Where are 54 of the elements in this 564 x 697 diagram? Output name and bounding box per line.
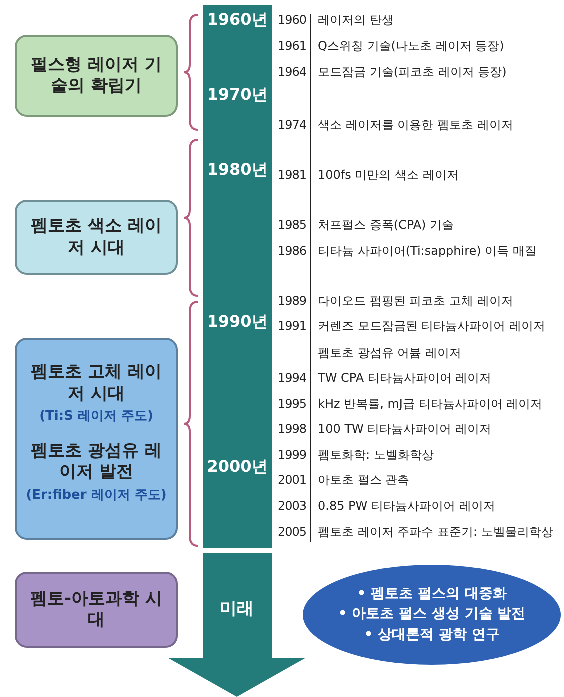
year-label: 1974 xyxy=(278,119,307,131)
event-label: 펨토초 레이저 주파수 표준기: 노벨물리학상 xyxy=(318,526,554,538)
decade-label: 1980년 xyxy=(206,162,269,178)
event-label: 펨토화학: 노벨화학상 xyxy=(318,449,434,461)
event-label: 커렌즈 모드잠금된 티타늄사파이어 레이저 xyxy=(318,320,546,332)
outlook-item: • 펨토초 펄스의 대중화 xyxy=(357,586,507,604)
event-label: 아토초 펄스 관측 xyxy=(318,474,410,486)
year-label: 2005 xyxy=(278,526,307,538)
event-label: TW CPA 티타늄사파이어 레이저 xyxy=(318,372,492,384)
decade-label: 1990년 xyxy=(206,314,269,330)
event-label: 레이저의 탄생 xyxy=(318,14,394,26)
year-label: 2003 xyxy=(278,500,307,512)
event-label: 펨토초 광섬유 어븀 레이저 xyxy=(318,347,462,359)
era-box xyxy=(15,35,178,117)
era-title: 펨토초 광섬유 레이저 발전 xyxy=(30,441,163,484)
era-subtitle: (Ti:S 레이저 주도) xyxy=(40,408,154,425)
timeline-band xyxy=(203,5,272,548)
event-label: kHz 반복률, mJ급 티타늄사파이어 레이저 xyxy=(318,398,543,410)
year-label: 1994 xyxy=(278,372,307,384)
year-label: 1995 xyxy=(278,398,307,410)
year-label: 1964 xyxy=(278,66,307,78)
era-box xyxy=(15,572,178,648)
year-label: 2001 xyxy=(278,474,307,486)
outlook-item: • 아토초 펄스 생성 기술 발전 xyxy=(338,606,526,624)
year-label: 1986 xyxy=(278,245,307,257)
event-label: 다이오드 펌핑된 피코초 고체 레이저 xyxy=(318,295,514,307)
event-label: 티타늄 사파이어(Ti:sapphire) 이득 매질 xyxy=(318,245,537,257)
era-title: 펨토-아토과학 시대 xyxy=(30,588,164,632)
event-label: Q스위칭 기술(나노초 레이저 등장) xyxy=(318,40,504,52)
future-label: 미래 xyxy=(219,598,255,621)
year-label: 1985 xyxy=(278,219,307,231)
year-label: 1999 xyxy=(278,449,307,461)
event-label: 100 TW 티타늄사파이어 레이저 xyxy=(318,423,492,435)
era-subtitle: (Er:fiber 레이저 주도) xyxy=(26,488,167,504)
era-title: 펄스형 레이저 기술의 확립기 xyxy=(30,54,163,98)
decade-label: 2000년 xyxy=(206,459,269,475)
year-label: 1998 xyxy=(278,423,307,435)
year-label: 1960 xyxy=(278,14,307,26)
event-label: 0.85 PW 티타늄사파이어 레이저 xyxy=(318,500,496,512)
year-label: 1991 xyxy=(278,320,307,332)
event-label: 처프펄스 증폭(CPA) 기술 xyxy=(318,219,454,231)
event-label: 색소 레이저를 이용한 펨토초 레이저 xyxy=(318,119,514,131)
event-label: 모드잠금 기술(피코초 레이저 등장) xyxy=(318,66,507,78)
year-label: 1989 xyxy=(278,295,307,307)
year-label: 1981 xyxy=(278,169,307,181)
era-title: 펨토초 고체 레이저 시대 xyxy=(30,362,163,405)
era-box xyxy=(15,200,178,275)
outlook-item: • 상대론적 광학 연구 xyxy=(364,626,500,644)
event-label: 100fs 미만의 색소 레이저 xyxy=(318,169,459,181)
decade-label: 1960년 xyxy=(206,12,269,28)
era-title: 펨토초 색소 레이저 시대 xyxy=(30,216,163,259)
era-box xyxy=(15,338,178,540)
year-label: 1961 xyxy=(278,40,307,52)
decade-label: 1970년 xyxy=(206,87,269,103)
